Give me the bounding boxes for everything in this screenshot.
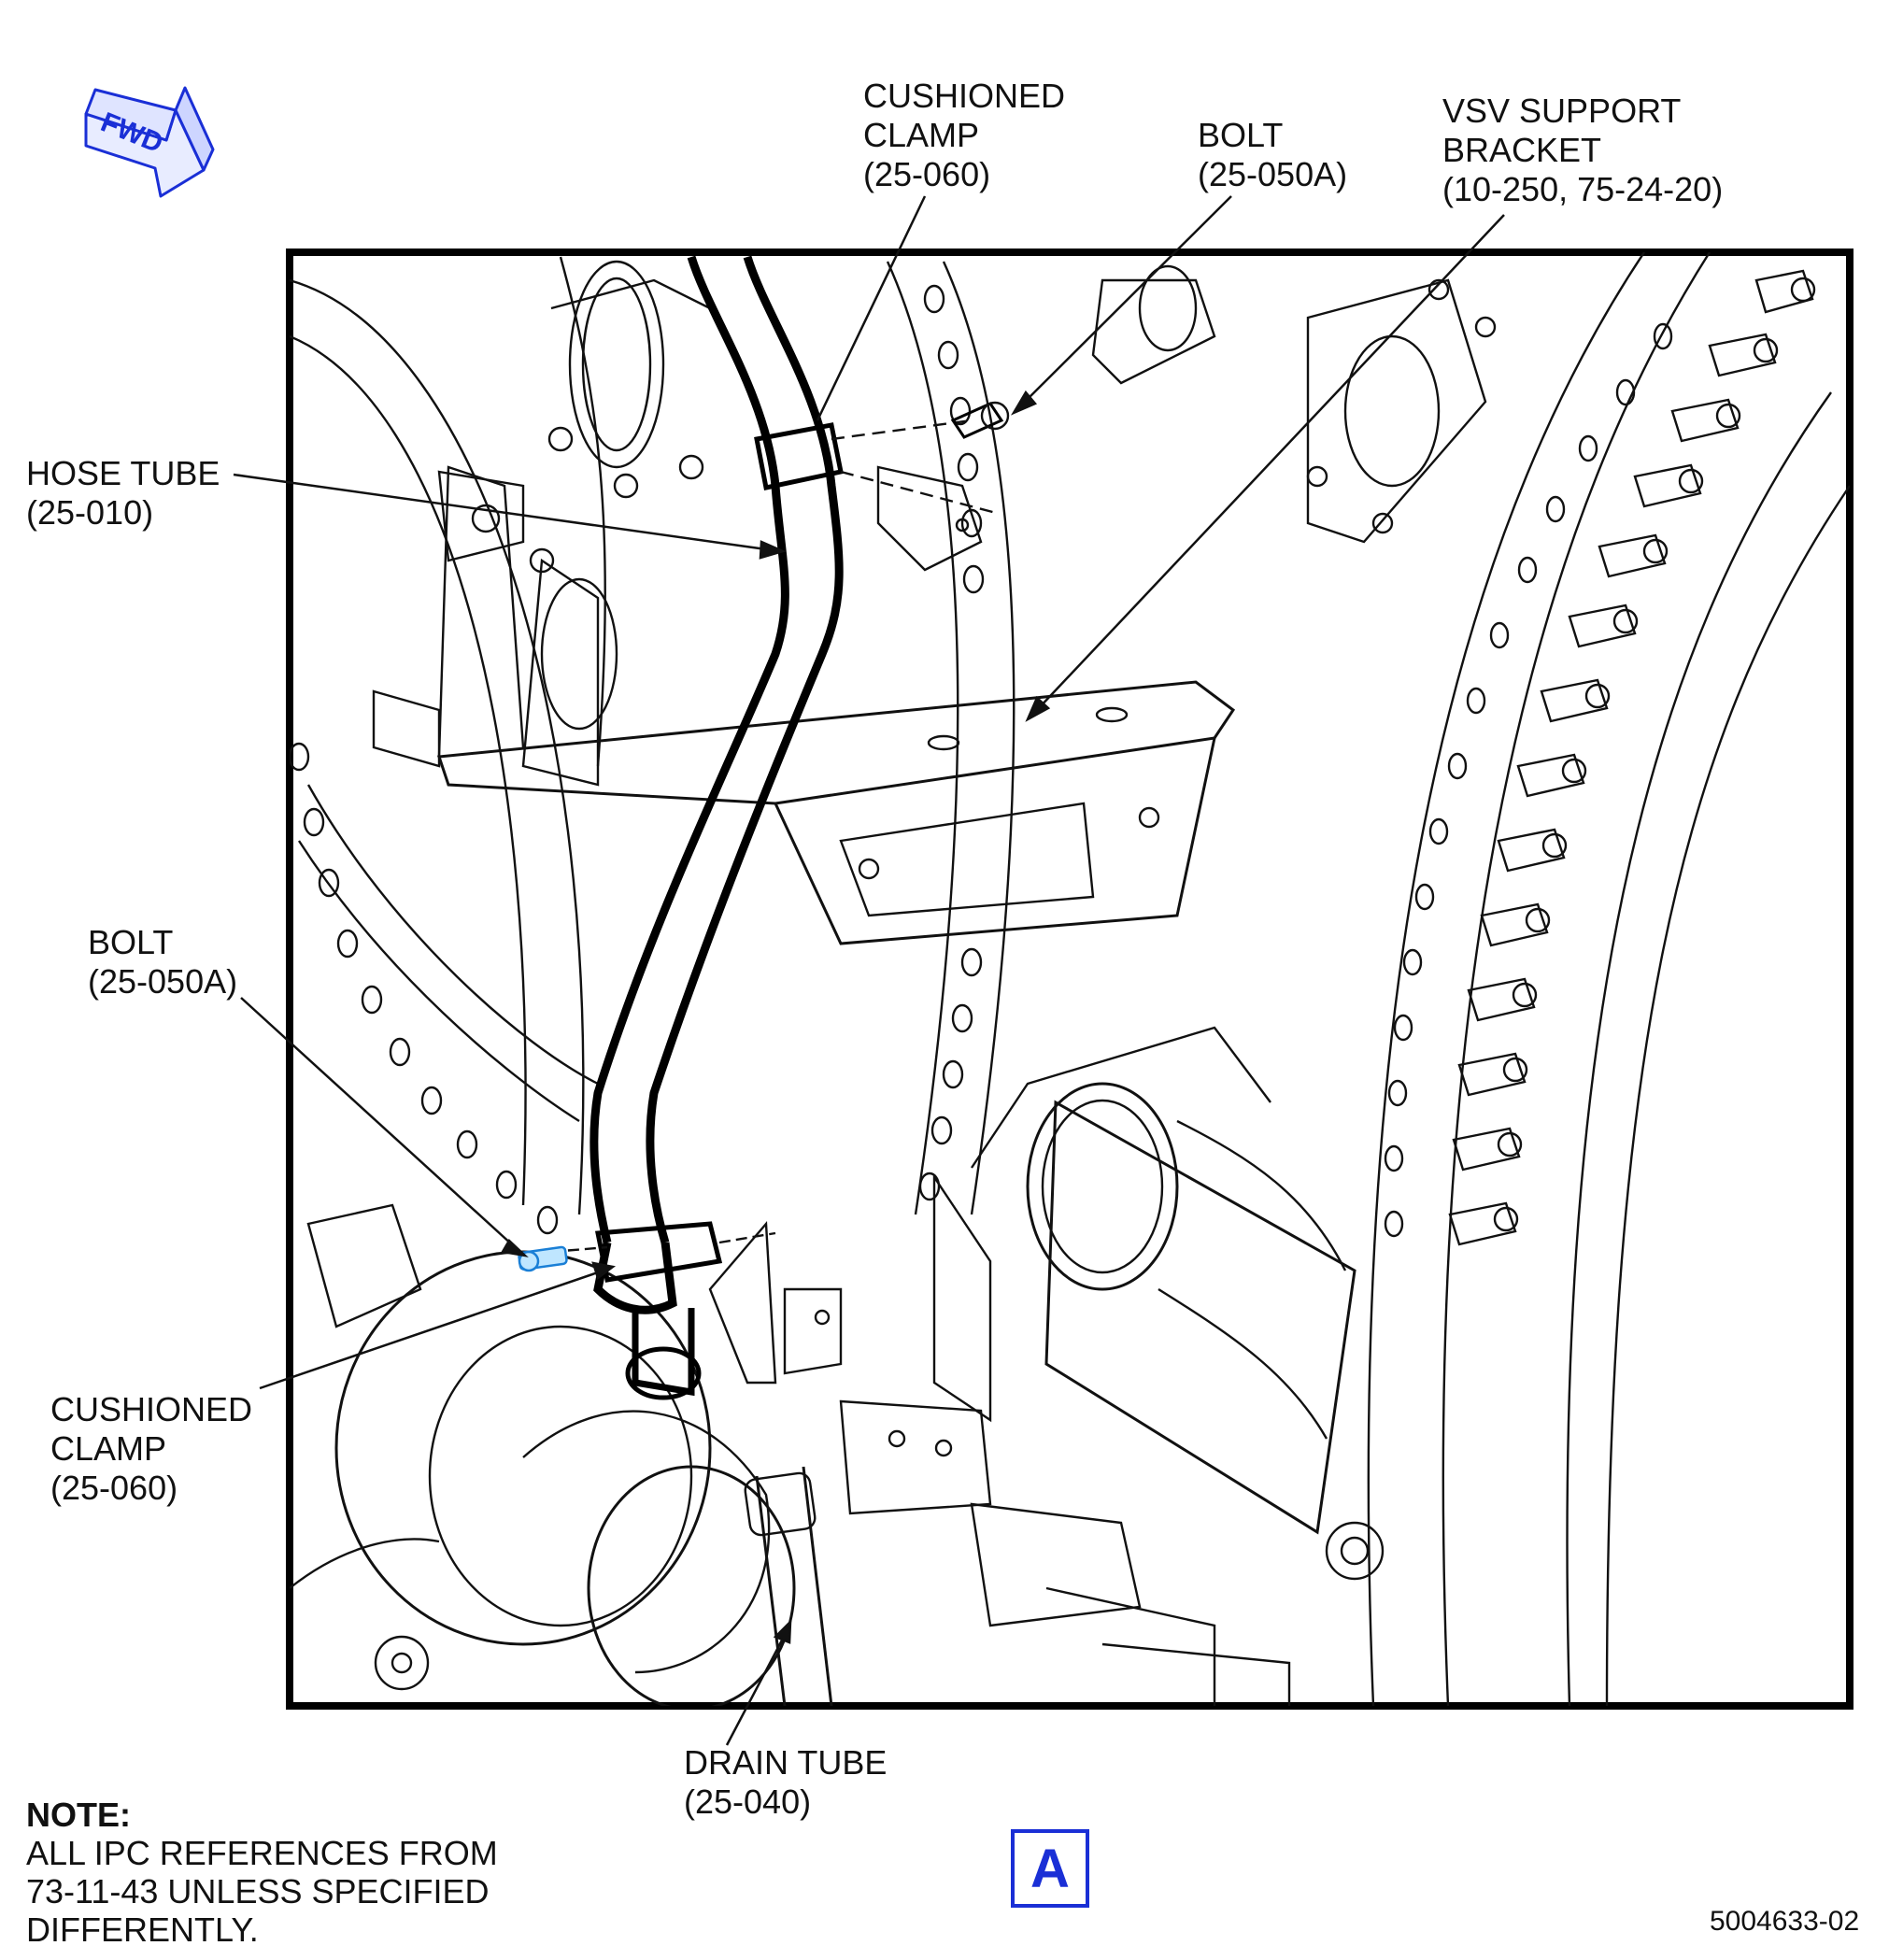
note-line: 73-11-43 UNLESS SPECIFIED [26,1872,490,1910]
callout-hose-tube: HOSE TUBE (25-010) [26,454,220,532]
lower-bolt-shape [518,1245,568,1272]
line-art [290,252,1850,1706]
drain-tube-shape [744,1466,833,1706]
lower-clamp-shape [550,1220,843,1385]
middle-ring-holes [918,284,985,1201]
right-ring-holes [1384,322,1673,1238]
callout-vsv-support-bracket: VSV SUPPORT BRACKET (10-250, 75-24-20) [1442,92,1724,208]
vsv-support-bracket-shape [372,465,1236,945]
note-line: DIFFERENTLY. [26,1910,259,1949]
actuator-cylinder-shape [932,1026,1385,1581]
figure-id: 5004633-02 [1710,1906,1860,1937]
view-label-a: A [1011,1829,1089,1908]
callout-bolt-top: BOLT (25-050A) [1198,116,1348,193]
leader-lines [233,195,1505,1746]
callout-cushioned-clamp-bottom: CUSHIONED CLAMP (25-060) [50,1390,253,1507]
hose-tube-shape [589,255,844,1400]
detail-frame [286,249,1853,1710]
vsv-lever-arms [1448,269,1816,1246]
note-header: NOTE: [26,1796,131,1834]
note-block: NOTE: ALL IPC REFERENCES FROM 73-11-43 U… [26,1796,498,1949]
upper-clamp-shape [754,419,1001,572]
callout-bolt-bottom: BOLT (25-050A) [88,923,238,1001]
callout-cushioned-clamp-top: CUSHIONED CLAMP (25-060) [863,77,1066,193]
fwd-arrow-icon: FWD [84,86,215,198]
upper-bolt-shape [950,401,1010,439]
left-ring-holes [290,742,559,1235]
callout-drain-tube: DRAIN TUBE (25-040) [684,1743,888,1821]
note-line: ALL IPC REFERENCES FROM [26,1834,498,1872]
